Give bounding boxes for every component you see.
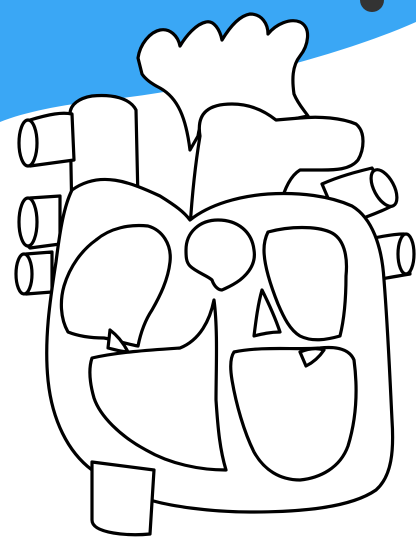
left-vessel-upper-cap [19,120,37,166]
right-vessel-lower-cap [398,234,414,274]
left-vessel-middle-cap [19,198,37,246]
left-vessel-lower-cap [16,254,32,294]
inferior-vena-cava [92,462,154,535]
